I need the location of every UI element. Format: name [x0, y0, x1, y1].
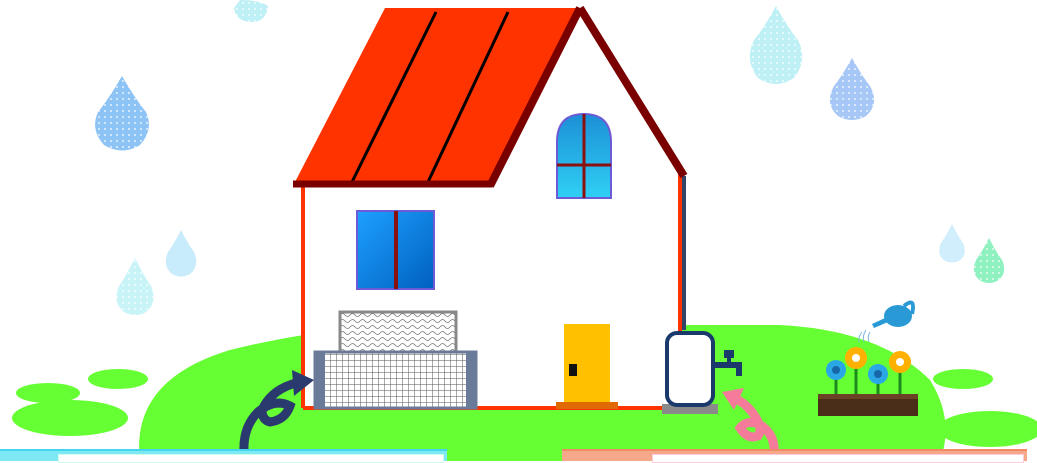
arched-window	[557, 114, 611, 198]
right-caption-panel	[562, 449, 1027, 461]
flower-icon	[845, 347, 867, 369]
raindrop-icon	[974, 238, 1004, 283]
raindrop-icon	[939, 224, 965, 263]
grass-patch	[933, 369, 993, 389]
raindrop-icon	[166, 230, 197, 277]
door	[556, 324, 618, 409]
grass-patch	[88, 369, 148, 389]
window	[357, 211, 434, 289]
rain-barrel	[662, 333, 718, 414]
raindrop-icon	[750, 6, 802, 84]
raindrop-icon	[830, 58, 874, 120]
grass-patch	[16, 383, 80, 403]
raindrop-icon	[116, 258, 153, 315]
raindrop-icon	[95, 76, 149, 151]
water-filter-tank	[315, 312, 476, 408]
flower-icon	[889, 351, 911, 373]
flower-icon	[826, 360, 846, 380]
watering-can-icon	[859, 302, 913, 342]
grass-patch	[938, 411, 1037, 447]
raindrop-icon	[234, 0, 268, 22]
flower-icon	[868, 364, 888, 384]
left-caption-panel	[0, 449, 447, 461]
left-caption-box	[58, 454, 444, 463]
grass-patch	[12, 400, 128, 436]
right-caption-box	[652, 454, 1024, 463]
